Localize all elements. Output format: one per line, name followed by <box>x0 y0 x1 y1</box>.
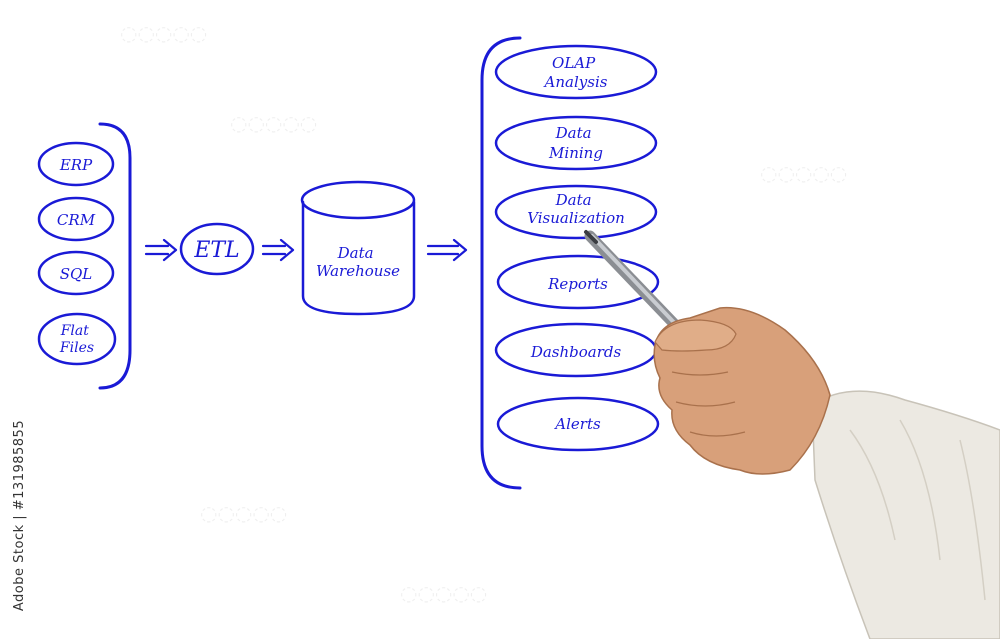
source-group: ERP CRM SQL Flat Files <box>37 122 132 390</box>
hand-icon <box>653 306 1000 639</box>
arrow-sources-to-etl-icon <box>144 238 178 262</box>
arrow-warehouse-to-outputs-icon <box>426 238 468 262</box>
output-olap-analysis: OLAP Analysis <box>494 44 658 100</box>
etl-label: ETL <box>193 238 239 263</box>
output-reports-label: Reports <box>547 275 608 293</box>
source-sql: SQL <box>37 250 115 296</box>
output-data-mining-label: Data Mining <box>548 124 603 162</box>
output-dashboards: Dashboards <box>494 322 658 378</box>
output-olap-analysis-label: OLAP Analysis <box>543 54 608 91</box>
stock-watermark-text: Adobe Stock | #131985855 <box>12 419 28 611</box>
source-crm-label: CRM <box>57 211 96 229</box>
svg-text:◌◌◌◌◌: ◌◌◌◌◌ <box>230 111 317 135</box>
output-alerts-label: Alerts <box>553 415 601 433</box>
output-data-mining: Data Mining <box>494 115 658 171</box>
data-warehouse-label: Data Warehouse <box>316 244 400 280</box>
source-flat-files: Flat Files <box>37 312 117 366</box>
output-data-visualization-label: Data Visualization <box>527 191 625 227</box>
sleeve <box>811 390 1000 639</box>
svg-text:◌◌◌◌◌: ◌◌◌◌◌ <box>200 501 287 525</box>
output-bracket <box>480 36 522 490</box>
output-dashboards-label: Dashboards <box>530 343 622 361</box>
output-reports: Reports <box>496 254 660 310</box>
source-sql-label: SQL <box>60 265 93 283</box>
svg-text:◌◌◌◌◌: ◌◌◌◌◌ <box>120 21 207 45</box>
svg-text:◌◌◌◌◌: ◌◌◌◌◌ <box>400 581 487 605</box>
output-data-visualization: Data Visualization <box>494 184 658 240</box>
source-bracket <box>98 122 132 390</box>
source-flat-files-label: Flat Files <box>59 323 94 356</box>
data-warehouse-node: Data Warehouse <box>300 180 416 316</box>
output-alerts: Alerts <box>496 396 660 452</box>
etl-node: ETL <box>179 222 255 276</box>
source-erp: ERP <box>37 141 115 187</box>
watermark-pattern: ◌◌◌◌◌ ◌◌◌◌◌ ◌◌◌◌◌ ◌◌◌◌◌ ◌◌◌◌◌ <box>120 21 847 605</box>
source-erp-label: ERP <box>59 156 93 174</box>
stock-watermark: Adobe Stock | #131985855 <box>10 400 30 630</box>
output-group: OLAP Analysis Data Mining Data Visualiza… <box>480 36 660 490</box>
source-crm: CRM <box>37 196 115 242</box>
arrow-etl-to-warehouse-icon <box>261 238 295 262</box>
svg-text:◌◌◌◌◌: ◌◌◌◌◌ <box>760 161 847 185</box>
